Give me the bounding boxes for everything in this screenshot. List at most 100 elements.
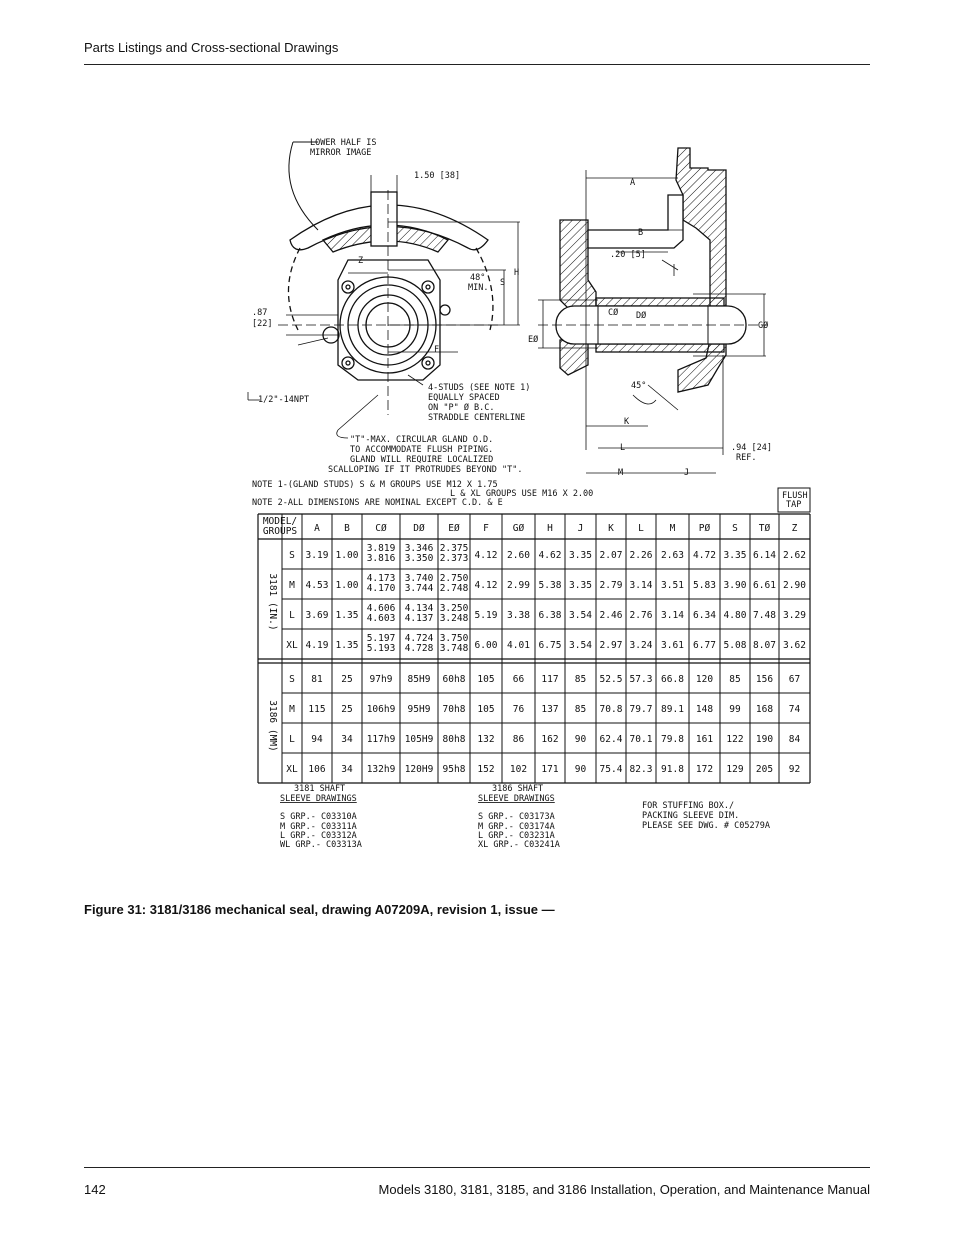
svg-text:H: H	[514, 268, 519, 278]
row-3186-cell: L	[289, 734, 295, 745]
row-3181-cell: 3.54	[569, 640, 592, 651]
row-3186-cell: 122	[726, 734, 743, 745]
row-3186-cell: XL	[286, 764, 298, 775]
table-header-14: PØ	[699, 523, 711, 534]
row-3181-cell: 4.19	[306, 640, 329, 651]
row-3181-cell: 3.816	[367, 553, 396, 564]
table-header-4: CØ	[375, 523, 387, 534]
row-3186-cell: 148	[696, 704, 713, 715]
row-3181-cell: 3.819	[367, 543, 396, 554]
row-3181-cell: 4.173	[367, 573, 396, 584]
row-3181-cell: 5.197	[367, 633, 396, 644]
row-3186-cell: 90	[575, 764, 587, 775]
row-3181-cell: 3.14	[630, 580, 653, 591]
row-3186-cell: 74	[789, 704, 801, 715]
table-header-groups: GROUPS	[263, 526, 298, 537]
svg-text:Z: Z	[358, 256, 363, 266]
row-3181-cell: 5.83	[693, 580, 716, 591]
svg-text:NOTE 2-ALL DIMENSIONS ARE NOMI: NOTE 2-ALL DIMENSIONS ARE NOMINAL EXCEPT…	[252, 498, 503, 508]
row-3181-cell: 3.740	[405, 573, 434, 584]
header-rule	[84, 64, 870, 65]
row-3181-cell: 3.350	[405, 553, 434, 564]
row-3181-cell: 6.38	[539, 610, 562, 621]
table-header-5: DØ	[413, 523, 425, 534]
row-3186-cell: 156	[756, 674, 773, 685]
row-3186-cell: 95H9	[408, 704, 431, 715]
svg-text:.20 [5]: .20 [5]	[610, 250, 646, 260]
row-3181-cell: 2.99	[507, 580, 530, 591]
row-3186-cell: 34	[341, 734, 353, 745]
row-3181-cell: 2.26	[630, 550, 653, 561]
svg-text:S GRP.- C03310A: S GRP.- C03310A	[280, 812, 357, 822]
row-3186-cell: 117	[541, 674, 558, 685]
row-3181-cell: 3.54	[569, 610, 592, 621]
row-3181-cell: 5.193	[367, 643, 396, 654]
table-header-11: K	[608, 523, 614, 534]
row-3181-cell: 1.00	[336, 580, 359, 591]
row-3181-cell: 4.137	[405, 613, 434, 624]
row-3181-cell: 3.69	[306, 610, 329, 621]
row-3186-cell: 105	[477, 704, 494, 715]
row-3186-cell: 79.7	[630, 704, 653, 715]
row-3181-cell: 6.75	[539, 640, 562, 651]
table-header-17: Z	[792, 523, 798, 534]
row-3186-cell: 67	[789, 674, 800, 685]
svg-text:[22]: [22]	[252, 319, 272, 329]
row-3186-cell: 102	[510, 764, 527, 775]
row-3186-cell: 91.8	[661, 764, 684, 775]
svg-text:ON "P" Ø B.C.: ON "P" Ø B.C.	[428, 402, 495, 413]
row-3181-cell: 4.603	[367, 613, 396, 624]
group-label-3181: 3181 (IN.)	[267, 573, 278, 630]
group-label-3186: 3186 (MM)	[267, 700, 278, 751]
gland-section-view	[538, 147, 768, 474]
svg-text:PLEASE SEE DWG. # C05279A: PLEASE SEE DWG. # C05279A	[642, 821, 770, 831]
table-header-16: TØ	[759, 523, 771, 534]
row-3186-cell: 85H9	[408, 674, 431, 685]
row-3181-cell: 4.01	[507, 640, 530, 651]
row-3186-cell: 70h8	[443, 704, 466, 715]
row-3186-cell: 80h8	[443, 734, 466, 745]
row-3186-cell: 168	[756, 704, 773, 715]
svg-text:CØ: CØ	[608, 307, 618, 318]
row-3181-cell: 5.19	[475, 610, 498, 621]
row-3181-cell: 3.750	[440, 633, 469, 644]
row-3181-cell: 6.14	[753, 550, 776, 561]
svg-text:SCALLOPING IF IT PROTRUDES BEY: SCALLOPING IF IT PROTRUDES BEYOND "T".	[328, 465, 522, 475]
svg-text:M GRP.- C03174A: M GRP.- C03174A	[478, 822, 555, 832]
svg-text:S: S	[500, 278, 505, 288]
row-3186-cell: 85	[575, 704, 586, 715]
svg-text:L & XL GROUPS USE M16 X 2.00: L & XL GROUPS USE M16 X 2.00	[450, 489, 593, 499]
row-3181-cell: 4.80	[724, 610, 747, 621]
footer-rule	[84, 1167, 870, 1168]
row-3181-cell: 3.248	[440, 613, 469, 624]
row-3181-cell: 6.00	[475, 640, 498, 651]
row-3186-cell: 94	[311, 734, 323, 745]
row-3186-cell: 85	[729, 674, 740, 685]
row-3186-cell: 70.8	[600, 704, 623, 715]
row-3181-cell: L	[289, 610, 295, 621]
row-3186-cell: 95h8	[443, 764, 466, 775]
svg-text:FOR STUFFING BOX./: FOR STUFFING BOX./	[642, 801, 734, 811]
row-3186-cell: 57.3	[630, 674, 653, 685]
svg-text:J: J	[684, 468, 689, 478]
row-3186-cell: M	[289, 704, 295, 715]
svg-text:TAP: TAP	[786, 500, 801, 510]
svg-text:STRADDLE CENTERLINE: STRADDLE CENTERLINE	[428, 413, 525, 423]
row-3181-cell: 1.00	[336, 550, 359, 561]
svg-text:A: A	[630, 178, 635, 188]
svg-text:L GRP.- C03231A: L GRP.- C03231A	[478, 831, 555, 841]
row-3186-cell: 115	[308, 704, 325, 715]
svg-text:48°: 48°	[470, 273, 485, 283]
row-3181-cell: 2.90	[783, 580, 806, 591]
svg-text:EØ: EØ	[528, 334, 538, 345]
svg-text:L: L	[620, 443, 625, 453]
row-3181-cell: 4.53	[306, 580, 329, 591]
row-3181-cell: 2.748	[440, 583, 469, 594]
row-3186-cell: 85	[575, 674, 586, 685]
row-3181-cell: 3.38	[507, 610, 530, 621]
page-header-title: Parts Listings and Cross-sectional Drawi…	[84, 40, 339, 55]
row-3186-cell: 190	[756, 734, 773, 745]
svg-text:EQUALLY SPACED: EQUALLY SPACED	[428, 393, 500, 403]
row-3181-cell: 3.346	[405, 543, 434, 554]
